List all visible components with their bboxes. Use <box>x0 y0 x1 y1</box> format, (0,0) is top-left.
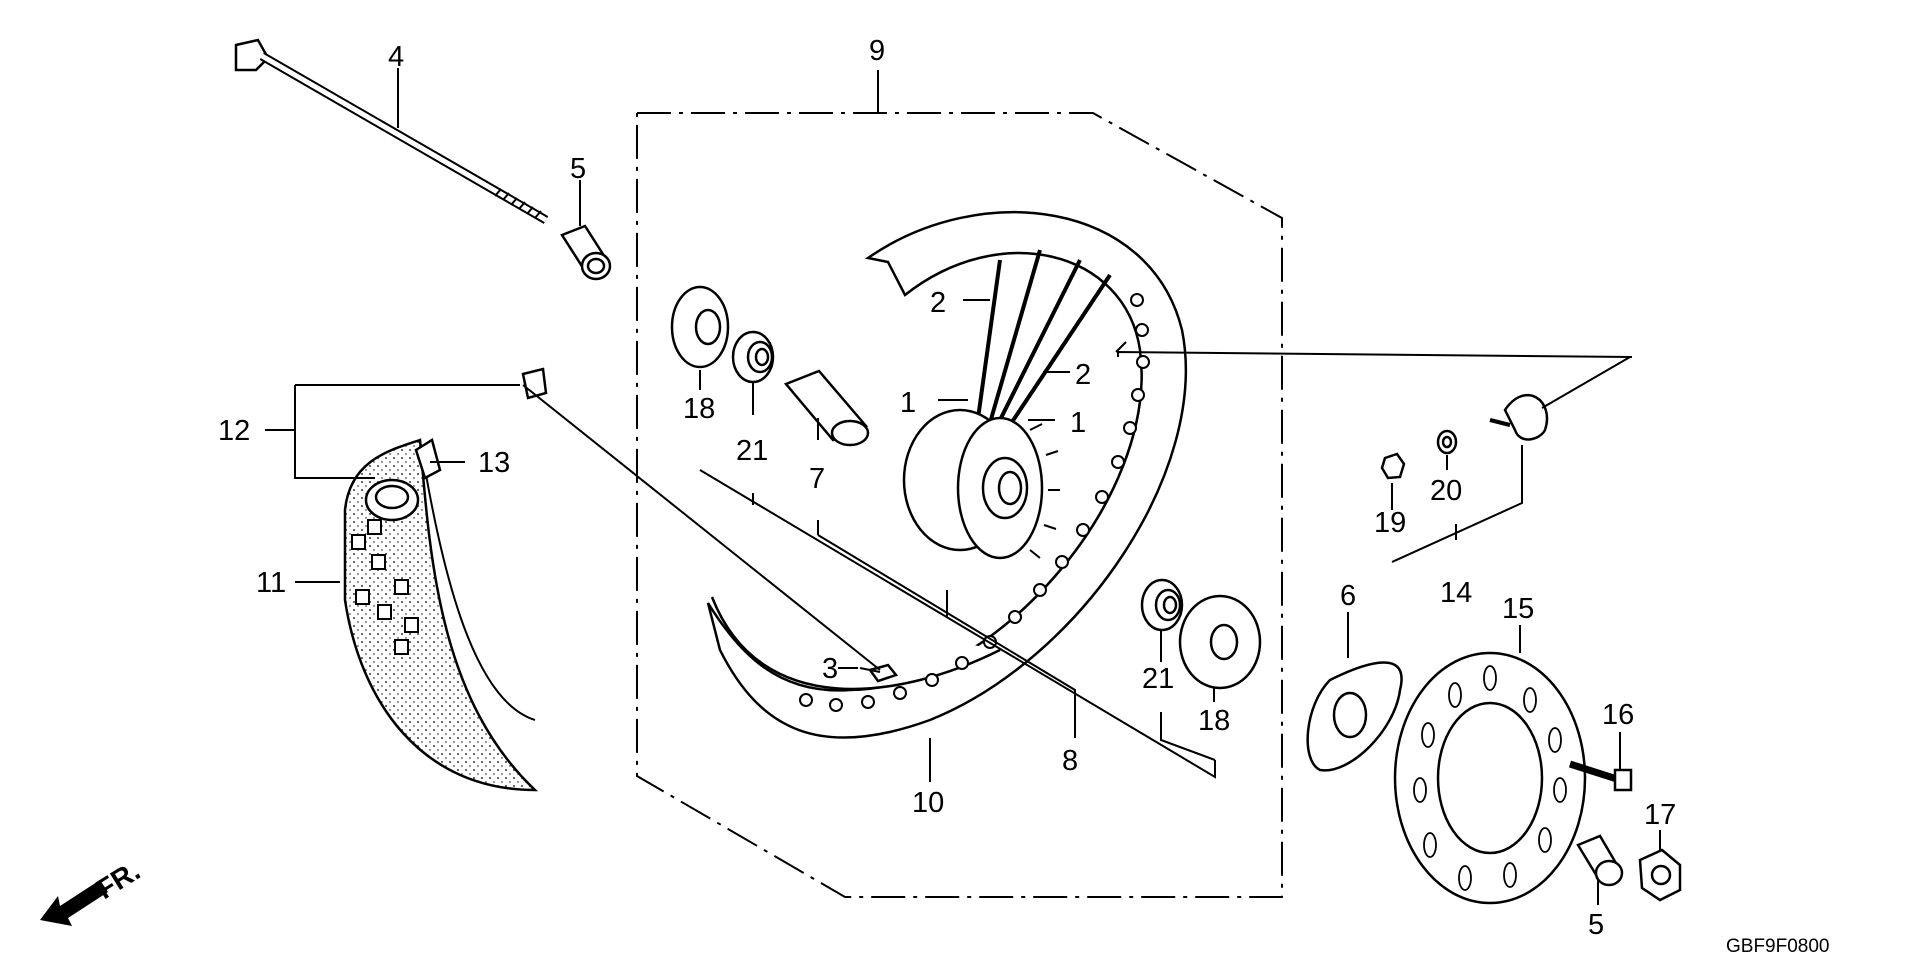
balance-weight-washer-part <box>1436 429 1458 455</box>
callout-16: 16 <box>1602 699 1634 731</box>
hub-part <box>902 408 1060 560</box>
brake-disk-part <box>1393 651 1587 905</box>
front-arrow-icon <box>40 880 108 926</box>
tire-part <box>343 438 539 792</box>
callout-2-lower: 2 <box>1075 359 1091 391</box>
callout-6: 6 <box>1340 580 1356 612</box>
callout-9: 9 <box>869 35 885 67</box>
callout-20: 20 <box>1430 475 1462 507</box>
callout-12: 12 <box>218 415 250 447</box>
collar-part-bottom <box>1576 834 1624 887</box>
bearing-part-right <box>1140 578 1184 632</box>
callout-7: 7 <box>809 463 825 495</box>
callout-5-bottom: 5 <box>1588 909 1604 941</box>
disk-bolt-part <box>1568 760 1633 792</box>
callout-5-top: 5 <box>570 153 586 185</box>
assembly-boundary <box>636 112 1283 898</box>
dust-seal-part-right <box>1178 594 1262 690</box>
spoke-nipple-part <box>867 663 899 683</box>
callout-15: 15 <box>1502 593 1534 625</box>
axle-part <box>234 38 549 224</box>
balance-weight-nut-part <box>1380 452 1406 480</box>
rim-part <box>706 211 1188 739</box>
callout-4: 4 <box>388 41 404 73</box>
callout-11: 11 <box>256 567 286 599</box>
callout-19: 19 <box>1374 507 1406 539</box>
rim-band-part <box>414 438 442 480</box>
collar-part-top <box>560 224 612 281</box>
callout-10: 10 <box>912 787 944 819</box>
leader-lines <box>265 68 1661 905</box>
callout-1-lower: 1 <box>1070 407 1086 439</box>
callout-18-left: 18 <box>683 393 715 425</box>
diagram-code: GBF9F0800 <box>1726 936 1830 957</box>
callout-2-upper: 2 <box>930 287 946 319</box>
callout-17: 17 <box>1644 799 1676 831</box>
front-direction-indicator: FR. <box>40 855 145 926</box>
spokes-part <box>973 249 1112 442</box>
callout-21-left: 21 <box>736 435 768 467</box>
distance-collar-part <box>783 369 870 447</box>
callout-1-upper: 1 <box>900 387 916 419</box>
dust-seal-part-left <box>670 285 730 369</box>
callout-21-right: 21 <box>1142 663 1174 695</box>
bearing-part-left <box>731 330 775 384</box>
callout-13: 13 <box>478 447 510 479</box>
tube-part <box>364 478 420 522</box>
callout-8: 8 <box>1062 745 1078 777</box>
callout-18-right: 18 <box>1198 705 1230 737</box>
balance-weight-part <box>1489 393 1549 441</box>
callout-3: 3 <box>822 653 838 685</box>
axle-nut-part <box>1638 848 1682 902</box>
hub-cover-part <box>1306 661 1403 772</box>
callout-14: 14 <box>1440 577 1472 609</box>
